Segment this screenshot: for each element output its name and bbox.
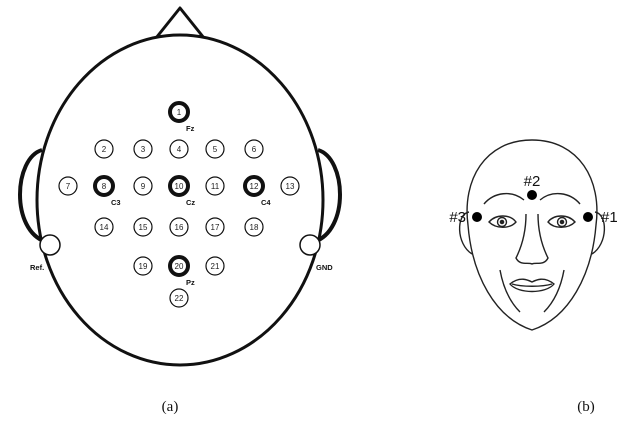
electrode-6-number: 6: [252, 145, 257, 154]
channel-2-dot: [527, 190, 537, 200]
electrode-12-site-label: C4: [261, 198, 271, 207]
electrode-16: [169, 217, 189, 237]
electrode-10: [168, 175, 190, 197]
right-face-ear: [591, 211, 606, 255]
right-pupil: [559, 219, 565, 225]
electrode-17-number: 17: [211, 223, 220, 232]
electrode-14-number: 14: [100, 223, 109, 232]
electrode-3-number: 3: [141, 145, 146, 154]
electrode-10-site-label: Cz: [186, 198, 195, 207]
electrode-8-site-label: C3: [111, 198, 121, 207]
channel-1-label: #1: [601, 209, 618, 226]
electrode-21-number: 21: [211, 262, 220, 271]
electrode-17: [205, 217, 225, 237]
left-eyebrow: [483, 193, 525, 205]
electrode-14: [94, 217, 114, 237]
face-nose: [515, 213, 549, 265]
channel-markers: #1 #2 #3: [449, 173, 617, 226]
electrode-3: [133, 139, 153, 159]
electrode-6: [244, 139, 264, 159]
electrode-18: [244, 217, 264, 237]
cheek-line-left: [499, 269, 521, 313]
electrode-16-number: 16: [175, 223, 184, 232]
electrode-8-number: 8: [102, 182, 107, 191]
electrode-19-number: 19: [139, 262, 148, 271]
electrode-11-number: 11: [211, 182, 220, 191]
electrode-15-number: 15: [139, 223, 148, 232]
electrode-19: [133, 256, 153, 276]
electrode-2: [94, 139, 114, 159]
electrode-5: [205, 139, 225, 159]
electrode-12: [243, 175, 265, 197]
cheek-line-right: [543, 269, 565, 313]
electrode-13: [280, 176, 300, 196]
channel-1-dot: [583, 212, 593, 222]
electrode-2-number: 2: [102, 145, 107, 154]
left-face-ear: [458, 211, 473, 255]
electrode-18-number: 18: [250, 223, 259, 232]
electrode-9: [133, 176, 153, 196]
electrode-20-site-label: Pz: [186, 278, 195, 287]
channel-2-label: #2: [524, 173, 541, 190]
electrode-1-number: 1: [177, 108, 182, 117]
right-ear: [313, 148, 342, 244]
mouth: [509, 278, 555, 293]
electrode-20: [168, 255, 190, 277]
electrode-4-number: 4: [177, 145, 182, 154]
right-iris: [556, 216, 568, 228]
reference-electrode: [39, 234, 61, 256]
left-pupil: [499, 219, 505, 225]
right-eye: [547, 215, 576, 228]
electrode-7: [58, 176, 78, 196]
electrode-4: [169, 139, 189, 159]
electrode-10-number: 10: [175, 182, 184, 191]
caption-b: (b): [577, 399, 595, 415]
left-eye: [488, 215, 517, 228]
caption-a: (a): [162, 399, 179, 415]
electrode-22-number: 22: [175, 294, 184, 303]
electrode-7-number: 7: [66, 182, 71, 191]
mouth-line: [511, 283, 553, 287]
electrode-12-number: 12: [250, 182, 259, 191]
electrode-1: [168, 101, 190, 123]
face-outline: [466, 139, 598, 331]
ground-electrode: [299, 234, 321, 256]
electrode-9-number: 9: [141, 182, 146, 191]
reference-label: Ref.: [30, 263, 44, 272]
right-eyebrow: [539, 193, 581, 205]
electrode-8: [93, 175, 115, 197]
electrode-11: [205, 176, 225, 196]
left-ear: [18, 148, 47, 244]
electrode-21: [205, 256, 225, 276]
electrode-13-number: 13: [286, 182, 295, 191]
electrode-15: [133, 217, 153, 237]
nose-marker: [154, 6, 206, 39]
electrode-5-number: 5: [213, 145, 218, 154]
electrode-22: [169, 288, 189, 308]
electrode-20-number: 20: [175, 262, 184, 271]
electrode-1-site-label: Fz: [186, 124, 195, 133]
channel-3-dot: [472, 212, 482, 222]
left-iris: [496, 216, 508, 228]
face-front-view: [458, 139, 606, 331]
channel-3-label: #3: [449, 209, 466, 226]
ground-label: GND: [316, 263, 333, 272]
head-outline: [35, 33, 325, 367]
